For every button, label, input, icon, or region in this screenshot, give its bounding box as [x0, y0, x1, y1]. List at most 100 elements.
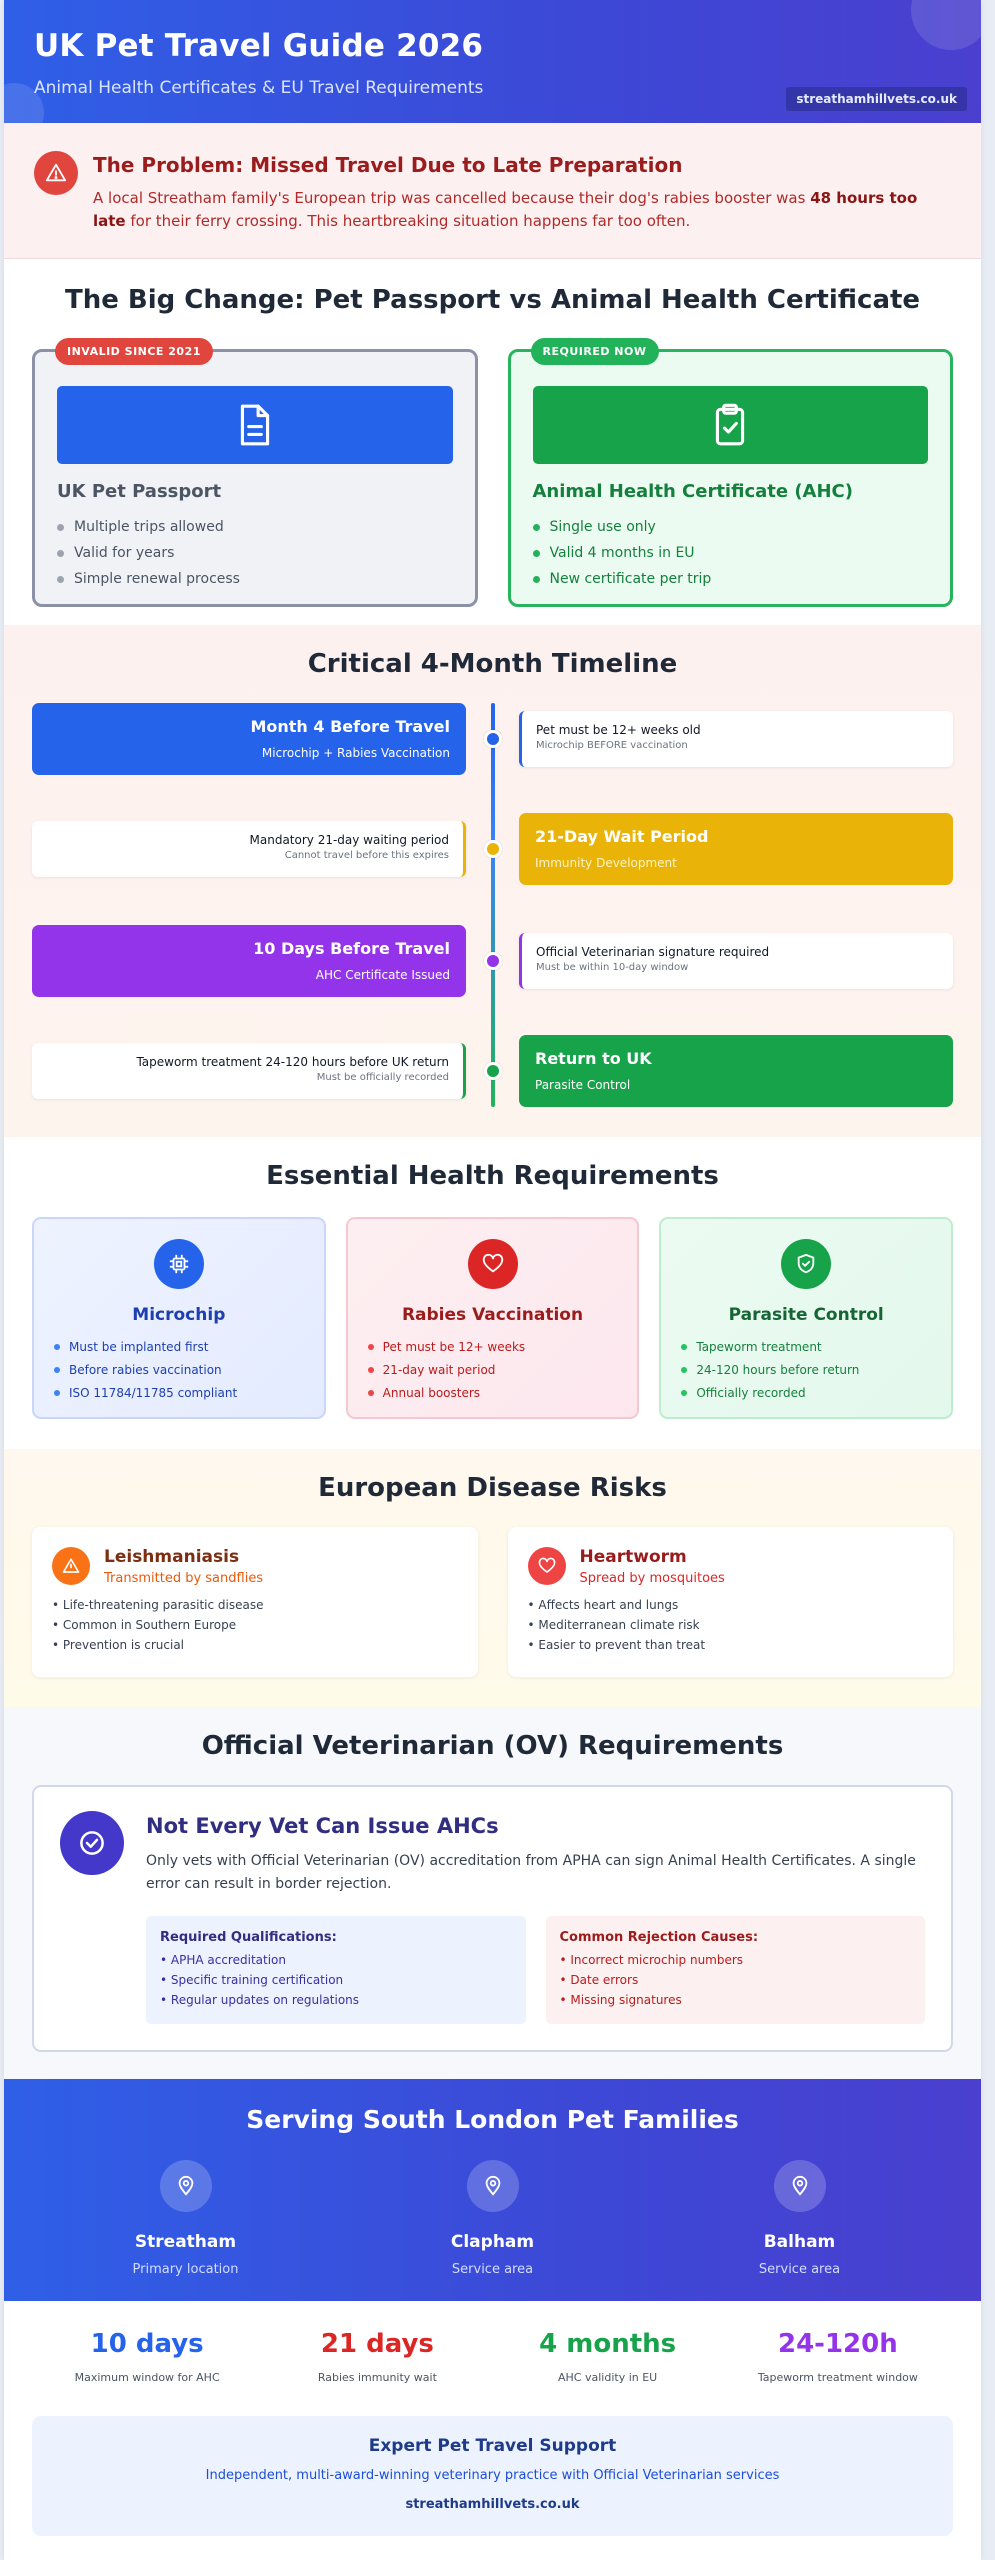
location-pin-icon	[159, 2160, 212, 2212]
check-circle-icon	[60, 1811, 124, 1875]
area-name: Streatham	[134, 2232, 237, 2252]
stat-rabies-wait: 21 days Rabies immunity wait	[317, 2329, 437, 2384]
card-title: Animal Health Certificate (AHC)	[532, 481, 854, 502]
heart-icon	[467, 1239, 518, 1289]
list-item: • Prevention is crucial	[52, 1638, 185, 1652]
area-name: Balham	[763, 2232, 836, 2252]
heartworm-card: Heartworm Spread by mosquitoes • Affects…	[507, 1527, 953, 1677]
list-item: ISO 11784/11785 compliant	[54, 1381, 304, 1404]
support-box: Expert Pet Travel Support Independent, m…	[32, 2416, 953, 2536]
area-streatham: Streatham Primary location	[32, 2160, 339, 2277]
location-pin-icon	[466, 2160, 519, 2212]
stat-ahc-validity: 4 months AHC validity in EU	[539, 2329, 677, 2384]
timeline-note-3: Official Veterinarian signature required…	[519, 933, 953, 989]
ov-text: Only vets with Official Veterinarian (OV…	[146, 1853, 916, 1892]
timeline-dot	[484, 840, 502, 858]
section-title: Serving South London Pet Families	[246, 2105, 739, 2134]
page-subtitle: Animal Health Certificates & EU Travel R…	[34, 78, 484, 98]
card-subtitle: Transmitted by sandflies	[104, 1571, 264, 1586]
list-item: 24-120 hours before return	[681, 1358, 931, 1381]
chip-icon	[153, 1239, 204, 1289]
list-item: New certificate per trip	[532, 566, 929, 592]
section-title: European Disease Risks	[318, 1473, 667, 1503]
section-title: Critical 4-Month Timeline	[307, 649, 678, 679]
timeline-step-1: Month 4 Before Travel Microchip + Rabies…	[32, 703, 466, 775]
timeline-note-4: Tapeworm treatment 24-120 hours before U…	[32, 1043, 466, 1099]
section-title: The Big Change: Pet Passport vs Animal H…	[64, 285, 921, 315]
timeline-step-2: 21-Day Wait Period Immunity Development	[519, 813, 953, 885]
timeline-dot	[484, 952, 502, 970]
website-badge[interactable]: streathamhillvets.co.uk	[786, 87, 967, 111]
area-balham: Balham Service area	[646, 2160, 953, 2277]
list-item: • Specific training certification	[160, 1973, 344, 1987]
card-title: Parasite Control	[728, 1305, 884, 1325]
problem-section: The Problem: Missed Travel Due to Late P…	[4, 123, 981, 259]
warning-icon	[52, 1547, 90, 1585]
ov-section: Official Veterinarian (OV) Requirements …	[4, 1707, 981, 2079]
pet-passport-card: INVALID SINCE 2021 UK Pet Passport Multi…	[32, 338, 478, 607]
list-item: • Mediterranean climate risk	[527, 1618, 700, 1632]
list-item: Single use only	[532, 514, 929, 540]
microchip-card: Microchip Must be implanted first Before…	[32, 1217, 326, 1419]
qualifications-box: Required Qualifications: • APHA accredit…	[146, 1916, 526, 2024]
card-title: Leishmaniasis	[104, 1547, 240, 1567]
list-item: Valid 4 months in EU	[532, 540, 929, 566]
timeline-note-2: Mandatory 21-day waiting period Cannot t…	[32, 821, 466, 877]
timeline-dot	[484, 1062, 502, 1080]
problem-title: The Problem: Missed Travel Due to Late P…	[93, 153, 683, 177]
timeline-note-1: Pet must be 12+ weeks old Microchip BEFO…	[519, 711, 953, 767]
ov-card: Not Every Vet Can Issue AHCs Only vets w…	[32, 1785, 953, 2052]
list-item: Officially recorded	[681, 1381, 931, 1404]
card-title: Rabies Vaccination	[401, 1305, 584, 1325]
leishmaniasis-card: Leishmaniasis Transmitted by sandflies •…	[32, 1527, 478, 1677]
box-title: Common Rejection Causes:	[559, 1930, 759, 1945]
clipboard-banner	[532, 386, 928, 464]
invalid-tag: INVALID SINCE 2021	[55, 338, 213, 365]
required-tag: REQUIRED NOW	[530, 338, 659, 365]
list-item: Tapeworm treatment	[681, 1335, 931, 1358]
disease-section: European Disease Risks Leishmaniasis Tra…	[4, 1449, 981, 1707]
heart-icon	[527, 1547, 566, 1585]
list-item: Before rabies vaccination	[54, 1358, 304, 1381]
support-website-link[interactable]: streathamhillvets.co.uk	[405, 2497, 580, 2512]
health-section: Essential Health Requirements Microchip …	[4, 1137, 981, 1449]
comparison-section: The Big Change: Pet Passport vs Animal H…	[4, 259, 981, 625]
list-item: • Life-threatening parasitic disease	[52, 1598, 264, 1612]
rejection-causes-box: Common Rejection Causes: • Incorrect mic…	[545, 1916, 925, 2024]
location-pin-icon	[773, 2160, 826, 2212]
problem-text: A local Streatham family's European trip…	[93, 189, 918, 230]
list-item: • Affects heart and lungs	[527, 1598, 679, 1612]
timeline-step-4: Return to UK Parasite Control	[519, 1035, 953, 1107]
list-item: • Incorrect microchip numbers	[559, 1953, 744, 1967]
card-subtitle: Spread by mosquitoes	[579, 1571, 725, 1586]
page-title: UK Pet Travel Guide 2026	[34, 28, 484, 64]
area-name: Clapham	[450, 2232, 535, 2252]
list-item: Annual boosters	[367, 1381, 618, 1404]
parasite-card: Parasite Control Tapeworm treatment 24-1…	[659, 1217, 954, 1419]
support-title: Expert Pet Travel Support	[368, 2436, 617, 2456]
warning-icon	[34, 151, 78, 195]
header: UK Pet Travel Guide 2026 Animal Health C…	[4, 0, 981, 123]
serving-section: Serving South London Pet Families Streat…	[4, 2079, 981, 2301]
timeline-step-3: 10 Days Before Travel AHC Certificate Is…	[32, 925, 466, 997]
list-item: Pet must be 12+ weeks	[367, 1335, 618, 1358]
list-item: • Missing signatures	[559, 1993, 682, 2007]
rabies-card: Rabies Vaccination Pet must be 12+ weeks…	[345, 1217, 640, 1419]
stat-ahc-window: 10 days Maximum window for AHC	[74, 2329, 220, 2384]
card-title: Heartworm	[579, 1547, 687, 1567]
list-item: Simple renewal process	[57, 566, 453, 592]
list-item: 21-day wait period	[367, 1358, 618, 1381]
timeline-dot	[484, 730, 502, 748]
support-description: Independent, multi-award-winning veterin…	[205, 2468, 780, 2483]
card-title: Microchip	[132, 1305, 226, 1325]
section-title: Official Veterinarian (OV) Requirements	[201, 1731, 784, 1761]
card-title: UK Pet Passport	[57, 481, 222, 502]
shield-check-icon	[781, 1239, 832, 1289]
list-item: • Date errors	[559, 1973, 639, 1987]
section-title: Essential Health Requirements	[266, 1161, 719, 1191]
list-item: • Common in Southern Europe	[52, 1618, 237, 1632]
list-item: Must be implanted first	[54, 1335, 304, 1358]
area-role: Service area	[758, 2262, 841, 2277]
timeline-line	[491, 703, 495, 1107]
area-clapham: Clapham Service area	[339, 2160, 646, 2277]
